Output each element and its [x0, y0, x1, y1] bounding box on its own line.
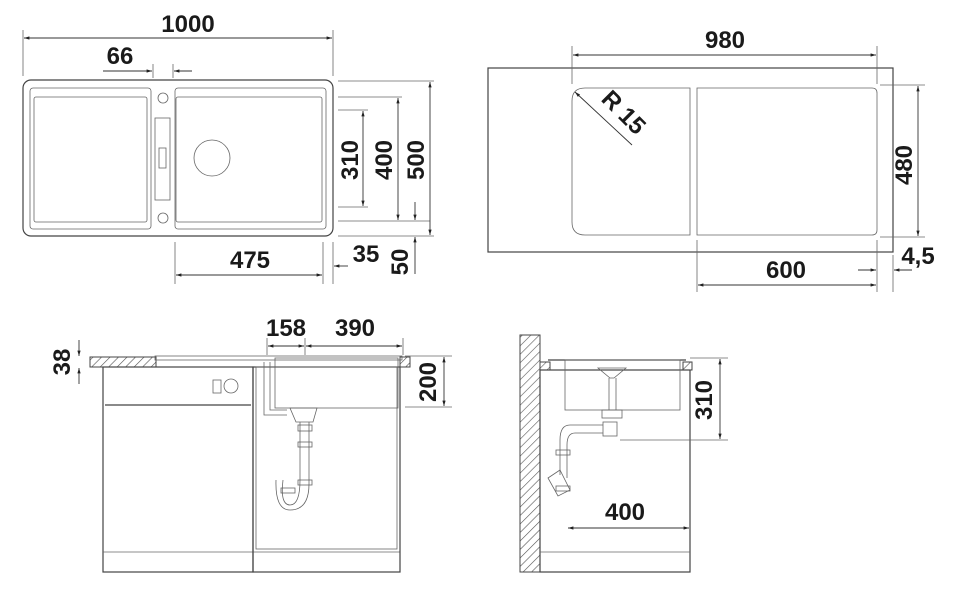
- dimension-bowl-width: 475: [230, 247, 270, 274]
- tap-hole-icon: [157, 92, 169, 104]
- dimension-side-bowl-depth: 310: [691, 380, 718, 420]
- dimension-bowl-depth-front: 200: [415, 362, 442, 402]
- front-view: 38 158 390 200: [49, 315, 452, 573]
- dimension-front-offset: 50: [387, 249, 414, 276]
- dimension-cutout-width: 980: [705, 27, 745, 54]
- side-cabinet: [539, 369, 691, 573]
- cutout-outline: [487, 67, 894, 253]
- knob-icon: [223, 378, 239, 394]
- dishwasher-cabinet: [102, 366, 254, 573]
- dimension-countertop-thickness: 38: [49, 349, 76, 376]
- dimension-front-bowl-width: 390: [335, 315, 375, 342]
- tap-hole-icon: [157, 212, 169, 224]
- top-view: 1000 66 310 400 500 475 35 50: [22, 11, 434, 284]
- dimension-cabinet-depth: 400: [605, 499, 645, 526]
- drainer-cutout: [696, 87, 878, 236]
- side-view: 310 400: [519, 334, 728, 573]
- overflow-strip: [154, 117, 171, 201]
- dimension-inner-depth: 400: [371, 140, 398, 180]
- wall: [519, 334, 541, 573]
- bowl-inner: [175, 96, 323, 223]
- side-sink-bowl: [564, 359, 681, 411]
- dimension-bowl-depth: 310: [337, 140, 364, 180]
- overflow-slot: [158, 147, 167, 169]
- drainer-outline: [29, 87, 152, 230]
- sink-bowl-section: [274, 357, 399, 409]
- dimension-cutout-edge-offset: 4,5: [901, 243, 934, 270]
- dimension-overall-width: 1000: [161, 11, 214, 38]
- countertop-right: [399, 356, 411, 368]
- drainer-inner: [33, 96, 148, 223]
- sink-outline: [22, 79, 334, 237]
- dimension-edge-offset: 35: [353, 241, 380, 268]
- dimension-corner-radius: R 15: [596, 85, 651, 140]
- dimension-overall-depth: 500: [403, 140, 430, 180]
- dimension-strip-width: 66: [107, 43, 134, 70]
- drain-hole-icon: [193, 139, 231, 177]
- dimension-cutout-depth: 480: [891, 145, 918, 185]
- dimension-drain-offset: 158: [266, 315, 306, 342]
- bowl-cutout: [571, 87, 691, 236]
- dimension-bowl-cutout-width: 600: [766, 257, 806, 284]
- cutout-view: 980 R 15 480 600 4,5: [487, 27, 935, 292]
- bowl-outline: [174, 87, 327, 230]
- countertop-left: [89, 356, 157, 368]
